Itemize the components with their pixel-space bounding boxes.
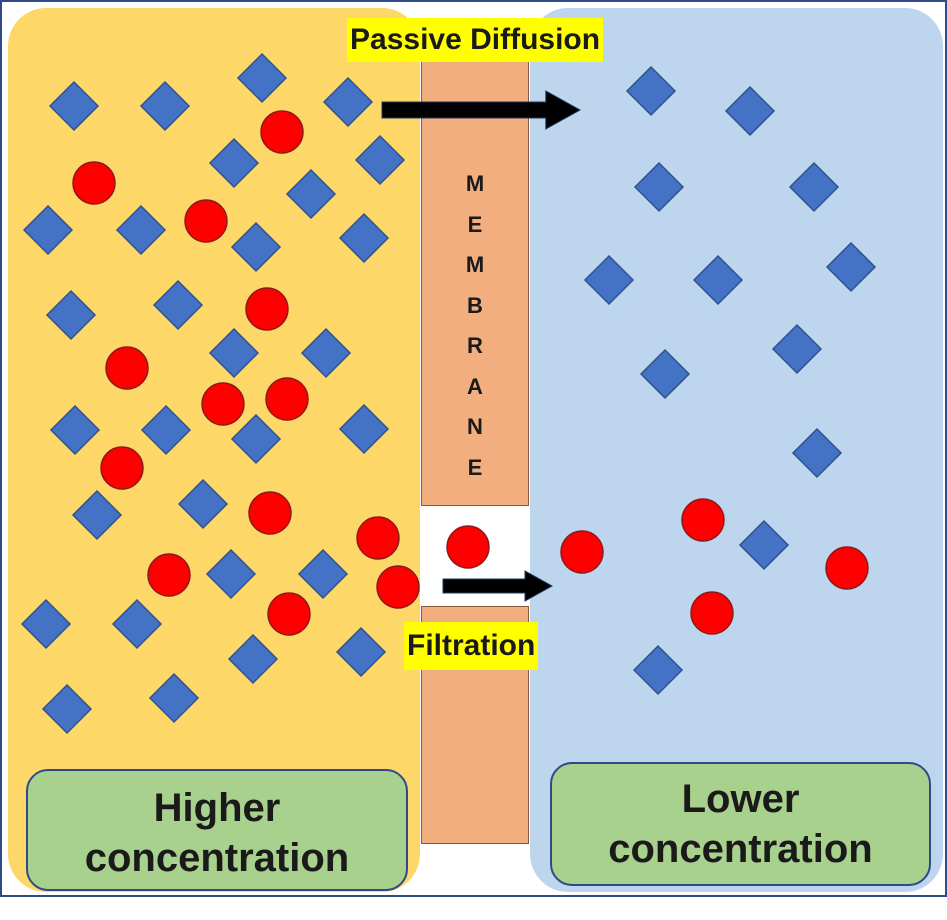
passive-diffusion-label: Passive Diffusion [347,18,604,62]
lower-concentration-region [530,8,943,892]
higher-concentration-box: Higher concentration [26,769,408,891]
circle-particle-icon [446,525,490,569]
higher-label-line2: concentration [84,836,350,880]
lower-label-line1: Lower [681,777,800,821]
membrane-letter: E [467,454,483,480]
membrane-letter: M [465,171,485,196]
membrane-label: M E M B R A N E [421,164,529,488]
membrane-upper [421,58,529,506]
membrane-letter: B [467,292,483,318]
higher-label-line1: Higher [153,786,281,830]
lower-label-line2: concentration [608,827,873,871]
membrane-letter: M [465,252,485,277]
diagram-frame: M E M B R A N E Passive Diffusion Filtra… [0,0,947,897]
membrane-letter: N [467,414,483,439]
membrane-letter: A [467,373,483,399]
higher-concentration-region [8,8,420,892]
filtration-label: Filtration [404,622,539,670]
membrane-letter: E [467,211,483,237]
membrane-letter: R [467,333,483,358]
lower-concentration-box: Lower concentration [550,762,931,886]
